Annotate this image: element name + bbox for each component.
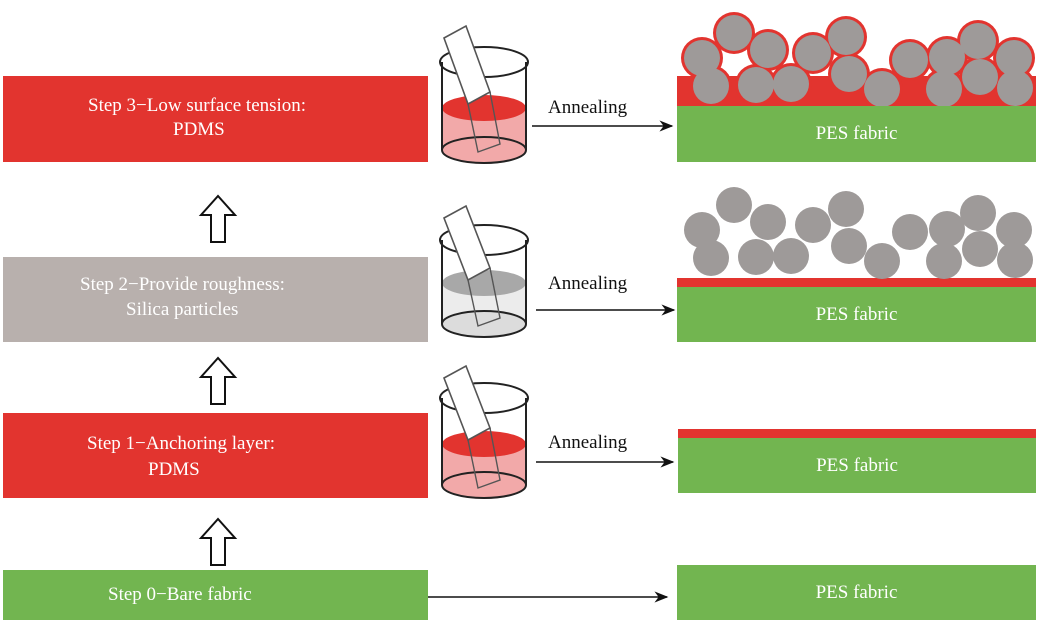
silica-particle <box>693 240 729 276</box>
pes-fabric-step3: PES fabric <box>677 106 1036 162</box>
silica-particle <box>716 15 752 51</box>
silica-particle <box>997 242 1033 278</box>
silica-particle <box>892 214 928 250</box>
silica-particle <box>864 71 900 107</box>
silica-particle <box>750 32 786 68</box>
annealing-label-step1: Annealing <box>548 432 628 453</box>
step3-title: Step 3−Low surface tension: <box>88 95 307 116</box>
beaker-icon-pdms-step3 <box>439 24 529 164</box>
step1-box: Step 1−Anchoring layer: PDMS <box>3 413 428 498</box>
fabric-label: PES fabric <box>816 454 898 476</box>
fabric-label: PES fabric <box>815 303 898 325</box>
silica-particle <box>864 243 900 279</box>
step1-title: Step 1−Anchoring layer: <box>87 433 276 454</box>
pdms-coated-silica-layer <box>677 12 1036 110</box>
up-arrow-icon <box>198 356 238 405</box>
silica-particle <box>996 212 1032 248</box>
silica-particle <box>795 35 831 71</box>
silica-particle <box>693 68 729 104</box>
silica-particle <box>773 66 809 102</box>
step2-title: Step 2−Provide roughness: <box>80 274 285 295</box>
silica-particle <box>926 243 962 279</box>
silica-particle <box>773 238 809 274</box>
step3-subtitle: PDMS <box>173 119 225 140</box>
silica-particle <box>960 23 996 59</box>
silica-particle <box>684 212 720 248</box>
silica-particle <box>738 239 774 275</box>
silica-particle <box>831 228 867 264</box>
annealing-label-step2: Annealing <box>548 273 628 294</box>
step0-box: Step 0−Bare fabric <box>3 570 428 620</box>
pdms-anchor-layer-row1 <box>678 429 1036 438</box>
silica-particle <box>716 187 752 223</box>
pes-fabric-step1: PES fabric <box>678 438 1036 493</box>
silica-particle <box>828 19 864 55</box>
pes-fabric-step2: PES fabric <box>677 287 1036 342</box>
beaker-icon-pdms-step1 <box>439 364 529 499</box>
step2-box: Step 2−Provide roughness: Silica particl… <box>3 257 428 342</box>
silica-particle <box>929 39 965 75</box>
silica-particle <box>738 67 774 103</box>
annealing-label-step3: Annealing <box>548 97 628 118</box>
step0-title: Step 0−Bare fabric <box>108 584 252 605</box>
up-arrow-icon <box>198 194 238 243</box>
silica-particle <box>997 70 1033 106</box>
silica-particle <box>750 204 786 240</box>
fabric-label: PES fabric <box>815 123 898 144</box>
silica-particle <box>795 207 831 243</box>
silica-particle <box>892 42 928 78</box>
beaker-icon-silica-step2 <box>439 204 529 338</box>
silica-particle <box>962 59 998 95</box>
silica-particle <box>684 40 720 76</box>
step2-subtitle: Silica particles <box>126 299 239 320</box>
silica-particle <box>831 56 867 92</box>
step1-subtitle: PDMS <box>148 459 200 480</box>
silica-particle <box>929 211 965 247</box>
silica-particle-layer <box>684 187 1033 279</box>
silica-particle <box>960 195 996 231</box>
silica-particle <box>926 71 962 107</box>
up-arrow-icon <box>198 517 238 566</box>
silica-particle <box>962 231 998 267</box>
step3-box: Step 3−Low surface tension: PDMS <box>3 76 428 162</box>
pdms-anchor-layer-row2 <box>677 278 1036 287</box>
fabric-label: PES fabric <box>815 581 898 603</box>
pes-fabric-step0: PES fabric <box>677 565 1036 620</box>
silica-particle <box>996 40 1032 76</box>
silica-particle <box>828 191 864 227</box>
